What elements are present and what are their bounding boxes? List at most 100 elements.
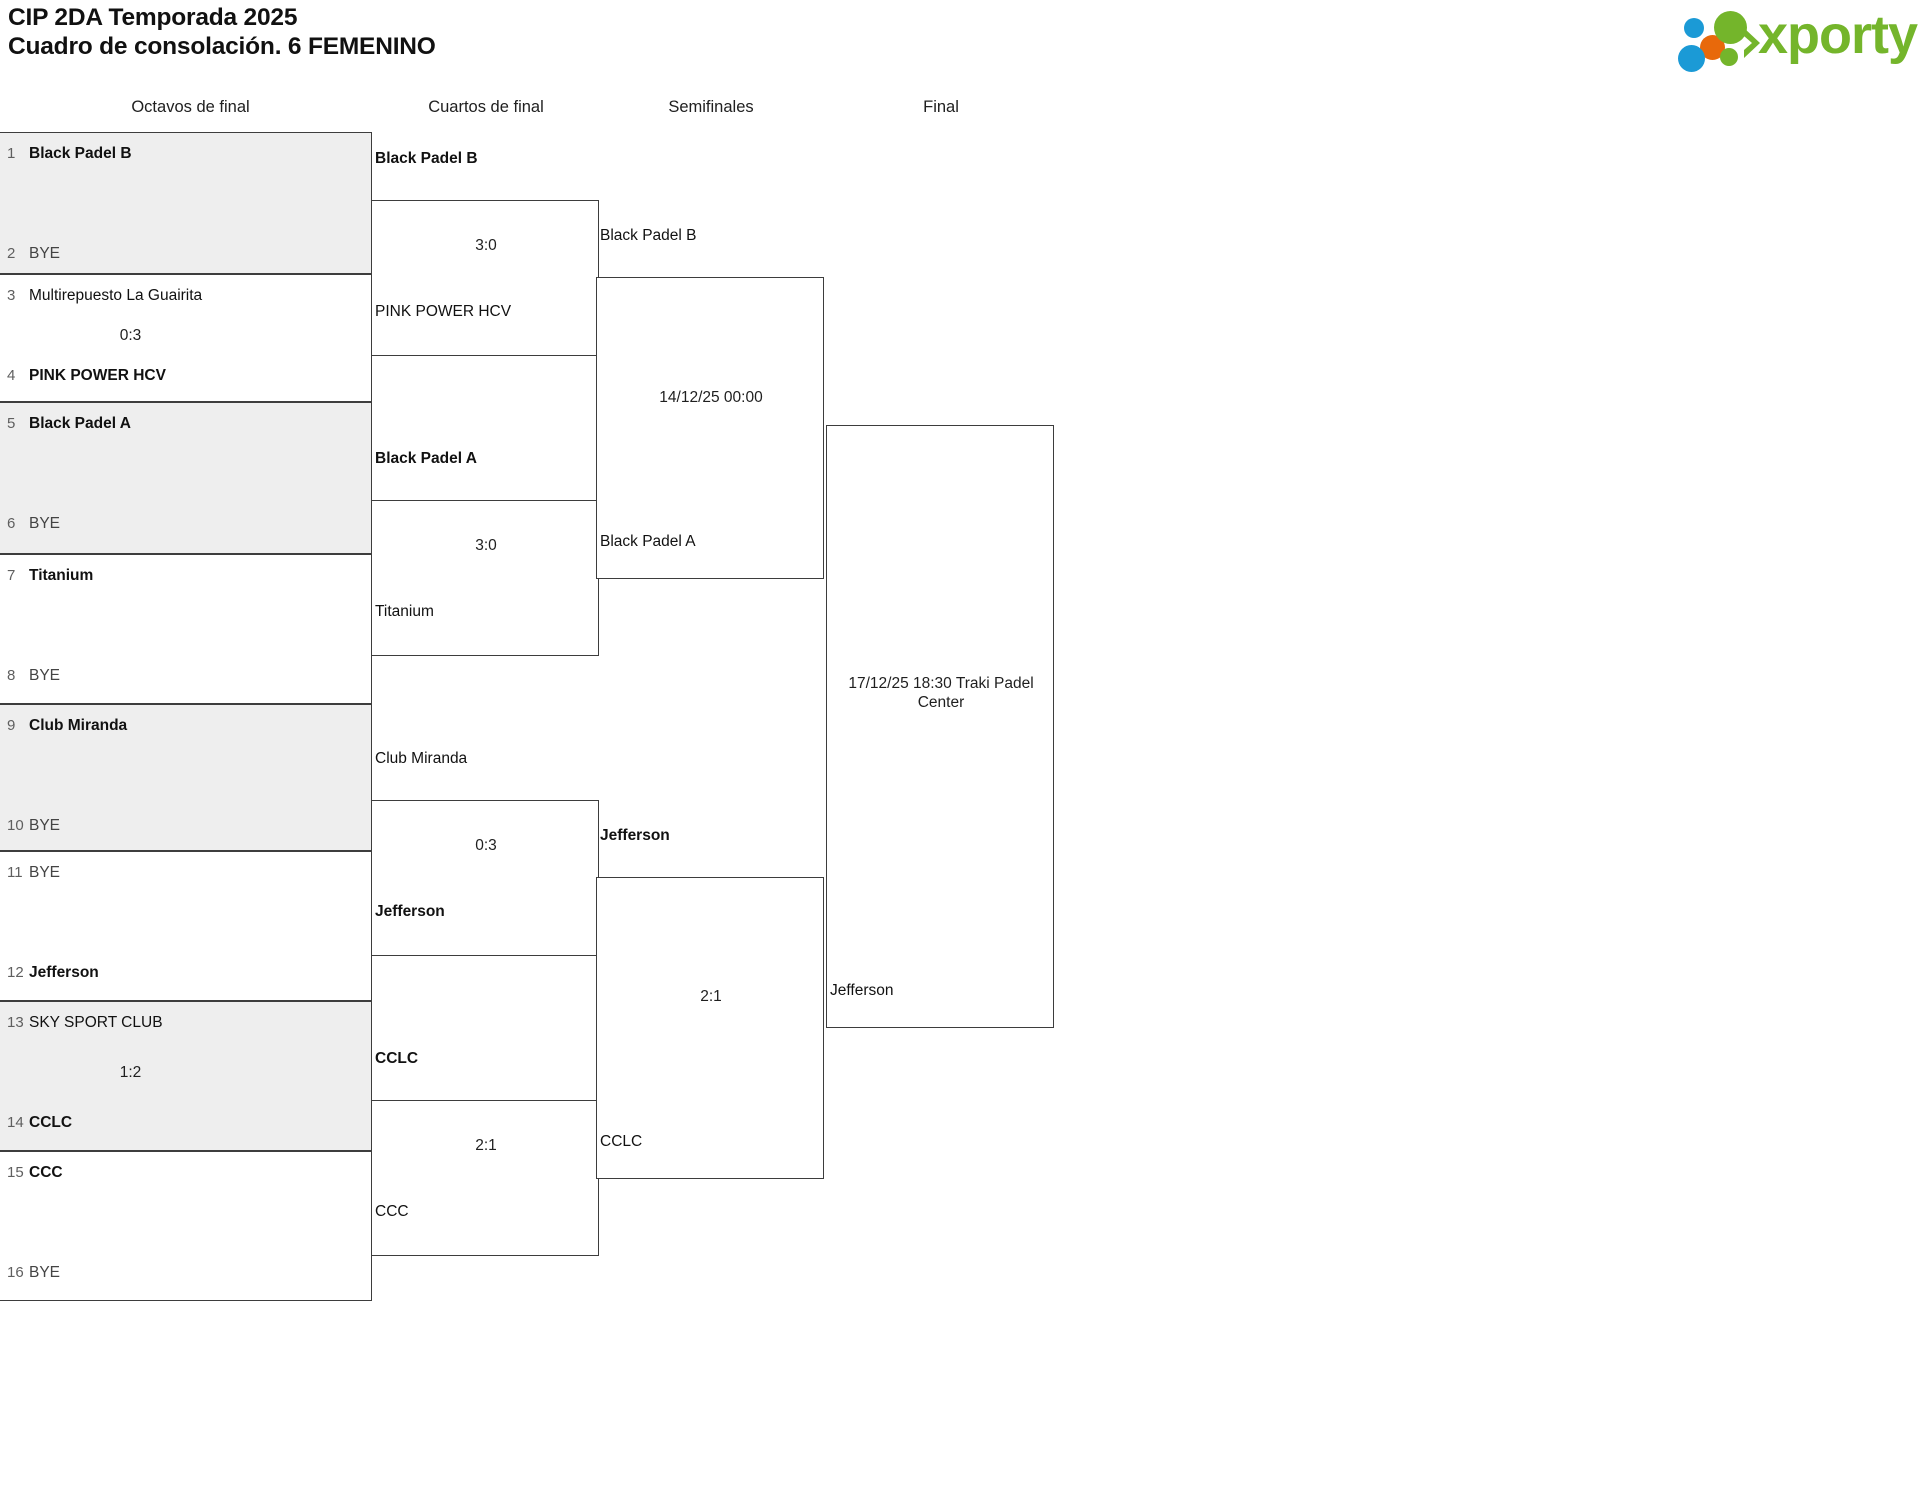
sf-1-bottom-team[interactable]: Black Padel A [600, 533, 696, 550]
r1-slot-bottom-3[interactable]: 6 BYE [7, 515, 60, 533]
qf-1-top-team[interactable]: Black Padel B [375, 150, 478, 167]
r1-match-6[interactable]: 11 BYE 12 Jefferson [0, 851, 372, 1001]
sf-1-top-team[interactable]: Black Padel B [600, 227, 697, 244]
seed-number: 4 [7, 367, 16, 384]
logo-dot-blue-large [1678, 45, 1705, 72]
qf-match-4[interactable]: 2:1 [371, 1100, 599, 1256]
r1-slot-top-7[interactable]: 13 SKY SPORT CLUB [7, 1014, 163, 1032]
sf-2-score: 2:1 [700, 988, 722, 1005]
qf-2-bottom-team[interactable]: Titanium [375, 603, 434, 620]
r1-match-7[interactable]: 13 SKY SPORT CLUB 14 CCLC 1:2 [0, 1001, 372, 1151]
round-header-final: Final [923, 98, 959, 116]
seed-number: 3 [7, 287, 16, 304]
seed-number: 14 [7, 1114, 24, 1131]
qf-2-score: 3:0 [475, 537, 497, 554]
seed-number: 1 [7, 145, 16, 162]
team-name: BYE [29, 864, 61, 881]
round-header-octavos: Octavos de final [131, 98, 250, 116]
logo-dots-icon [1676, 6, 1760, 72]
r1-slot-bottom-2[interactable]: 4 PINK POWER HCV [7, 367, 166, 385]
logo-dot-green-large [1714, 11, 1747, 44]
sf-2-top-team[interactable]: Jefferson [600, 827, 670, 844]
sf-2-bottom-team[interactable]: CCLC [600, 1133, 643, 1150]
r1-slot-top-8[interactable]: 15 CCC [7, 1164, 63, 1182]
team-name: CCLC [29, 1114, 73, 1131]
team-name: Black Padel A [29, 415, 131, 432]
r1-slot-bottom-4[interactable]: 8 BYE [7, 667, 60, 685]
r1-slot-bottom-1[interactable]: 2 BYE [7, 245, 60, 263]
sf-1-scheduled: 14/12/25 00:00 [659, 389, 763, 406]
seed-number: 13 [7, 1014, 24, 1031]
seed-number: 15 [7, 1164, 24, 1181]
title-block: CIP 2DA Temporada 2025 Cuadro de consola… [8, 3, 436, 61]
logo-dot-blue-small [1684, 18, 1704, 38]
qf-1-bottom-team[interactable]: PINK POWER HCV [375, 303, 512, 320]
team-name: Club Miranda [29, 717, 128, 734]
seed-number: 16 [7, 1264, 24, 1281]
sf-match-2[interactable]: 2:1 [596, 877, 824, 1179]
qf-match-1[interactable]: 3:0 [371, 200, 599, 356]
r1-match-8[interactable]: 15 CCC 16 BYE [0, 1151, 372, 1301]
qf-3-top-team[interactable]: Club Miranda [375, 750, 468, 767]
logo-wordmark: xporty [1758, 5, 1918, 65]
bracket-subtitle: Cuadro de consolación. 6 FEMENINO [8, 33, 436, 60]
sf-match-1[interactable]: 14/12/25 00:00 [596, 277, 824, 579]
r1-match-2[interactable]: 3 Multirepuesto La Guairita 4 PINK POWER… [0, 274, 372, 402]
team-name: BYE [29, 515, 61, 532]
r1-slot-bottom-5[interactable]: 10 BYE [7, 817, 60, 835]
xporty-logo[interactable]: xporty [1676, 4, 1918, 72]
team-name: Black Padel B [29, 145, 132, 162]
r1-match-5[interactable]: 9 Club Miranda 10 BYE [0, 704, 372, 851]
qf-3-bottom-team[interactable]: Jefferson [375, 903, 445, 920]
qf-3-score: 0:3 [475, 837, 497, 854]
qf-4-bottom-team[interactable]: CCC [375, 1203, 409, 1220]
r1-match-4[interactable]: 7 Titanium 8 BYE [0, 554, 372, 704]
r1-score-2: 0:3 [119, 327, 142, 344]
team-name: SKY SPORT CLUB [29, 1014, 163, 1031]
final-scheduled: 17/12/25 18:30 Traki Padel Center [848, 675, 1034, 711]
r1-slot-bottom-7[interactable]: 14 CCLC [7, 1114, 72, 1132]
seed-number: 5 [7, 415, 16, 432]
r1-slot-top-1[interactable]: 1 Black Padel B [7, 145, 132, 163]
qf-match-3[interactable]: 0:3 [371, 800, 599, 956]
r1-match-1[interactable]: 1 Black Padel B 2 BYE [0, 132, 372, 274]
team-name: CCC [29, 1164, 63, 1181]
qf-4-score: 2:1 [475, 1137, 497, 1154]
team-name: Multirepuesto La Guairita [29, 287, 203, 304]
seed-number: 6 [7, 515, 16, 532]
team-name: Titanium [29, 567, 94, 584]
page-header: CIP 2DA Temporada 2025 Cuadro de consola… [0, 0, 1920, 86]
seed-number: 7 [7, 567, 16, 584]
team-name: PINK POWER HCV [29, 367, 166, 384]
seed-number: 12 [7, 964, 24, 981]
seed-number: 2 [7, 245, 16, 262]
team-name: Jefferson [29, 964, 99, 981]
qf-1-score: 3:0 [475, 237, 497, 254]
final-match[interactable]: 17/12/25 18:30 Traki Padel Center [826, 425, 1054, 1028]
r1-slot-bottom-8[interactable]: 16 BYE [7, 1264, 60, 1282]
final-bottom-team[interactable]: Jefferson [830, 982, 894, 999]
r1-match-3[interactable]: 5 Black Padel A 6 BYE [0, 402, 372, 554]
seed-number: 11 [7, 864, 23, 881]
seed-number: 9 [7, 717, 16, 734]
tournament-title: CIP 2DA Temporada 2025 [8, 4, 298, 31]
r1-slot-top-2[interactable]: 3 Multirepuesto La Guairita [7, 287, 202, 305]
r1-slot-top-3[interactable]: 5 Black Padel A [7, 415, 131, 433]
qf-4-top-team[interactable]: CCLC [375, 1050, 419, 1067]
r1-slot-top-5[interactable]: 9 Club Miranda [7, 717, 127, 735]
seed-number: 10 [7, 817, 24, 834]
seed-number: 8 [7, 667, 16, 684]
r1-slot-top-6[interactable]: 11 BYE [7, 864, 60, 882]
team-name: BYE [29, 817, 61, 834]
round-header-semifinales: Semifinales [668, 98, 754, 116]
team-name: BYE [29, 1264, 61, 1281]
r1-slot-top-4[interactable]: 7 Titanium [7, 567, 93, 585]
r1-score-7: 1:2 [119, 1064, 142, 1081]
team-name: BYE [29, 667, 61, 684]
qf-match-2[interactable]: 3:0 [371, 500, 599, 656]
round-header-cuartos: Cuartos de final [428, 98, 544, 116]
r1-slot-bottom-6[interactable]: 12 Jefferson [7, 964, 99, 982]
chevron-right-icon [1744, 28, 1760, 58]
qf-2-top-team[interactable]: Black Padel A [375, 450, 477, 467]
